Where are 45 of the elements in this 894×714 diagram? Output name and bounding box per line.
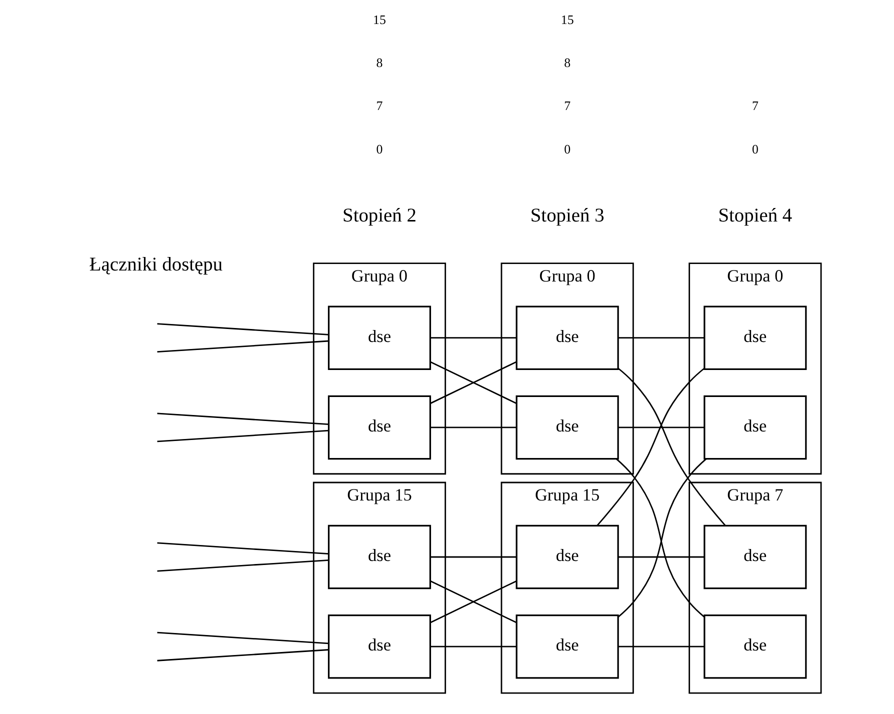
node-box: dse: [703, 306, 806, 370]
node-box: dse: [327, 395, 431, 460]
connector: [430, 646, 516, 648]
connector: [430, 426, 516, 428]
node-box: dse: [703, 614, 806, 679]
label: Stopień 2: [342, 206, 416, 227]
connector: [156, 412, 328, 425]
connector: [430, 580, 516, 624]
connector: [156, 323, 328, 336]
connector: [156, 542, 328, 555]
connector: [617, 368, 726, 526]
node-box: dse: [515, 524, 618, 590]
connector: [430, 556, 516, 558]
node-box: dse: [703, 524, 806, 590]
label: Łączniki dostępu: [88, 254, 222, 276]
connector: [618, 556, 704, 558]
label: 7: [751, 98, 758, 114]
connector: [156, 632, 328, 644]
label: Stopień 3: [530, 206, 604, 227]
connector: [156, 559, 328, 572]
label: 15: [560, 12, 574, 27]
label: 15: [372, 12, 386, 27]
label: 8: [376, 54, 382, 70]
node-box: dse: [327, 306, 431, 370]
connector: [596, 368, 704, 526]
label: 7: [376, 98, 382, 114]
node-box: dse: [515, 614, 618, 679]
label: 0: [376, 141, 382, 156]
label: Stopień 4: [718, 206, 792, 227]
label: 8: [564, 54, 570, 70]
connector: [430, 337, 516, 339]
connector: [156, 340, 328, 353]
label: 7: [564, 98, 570, 114]
label: 0: [751, 141, 758, 156]
node-box: dse: [703, 395, 806, 460]
node-box: dse: [327, 614, 431, 679]
connector: [618, 337, 704, 339]
connector: [156, 649, 328, 662]
connector: [618, 646, 704, 648]
connector: [156, 430, 328, 442]
node-box: dse: [515, 306, 618, 370]
node-box: dse: [327, 524, 431, 590]
node-box: dse: [515, 395, 618, 460]
connector: [618, 426, 704, 428]
label: 0: [564, 141, 570, 156]
